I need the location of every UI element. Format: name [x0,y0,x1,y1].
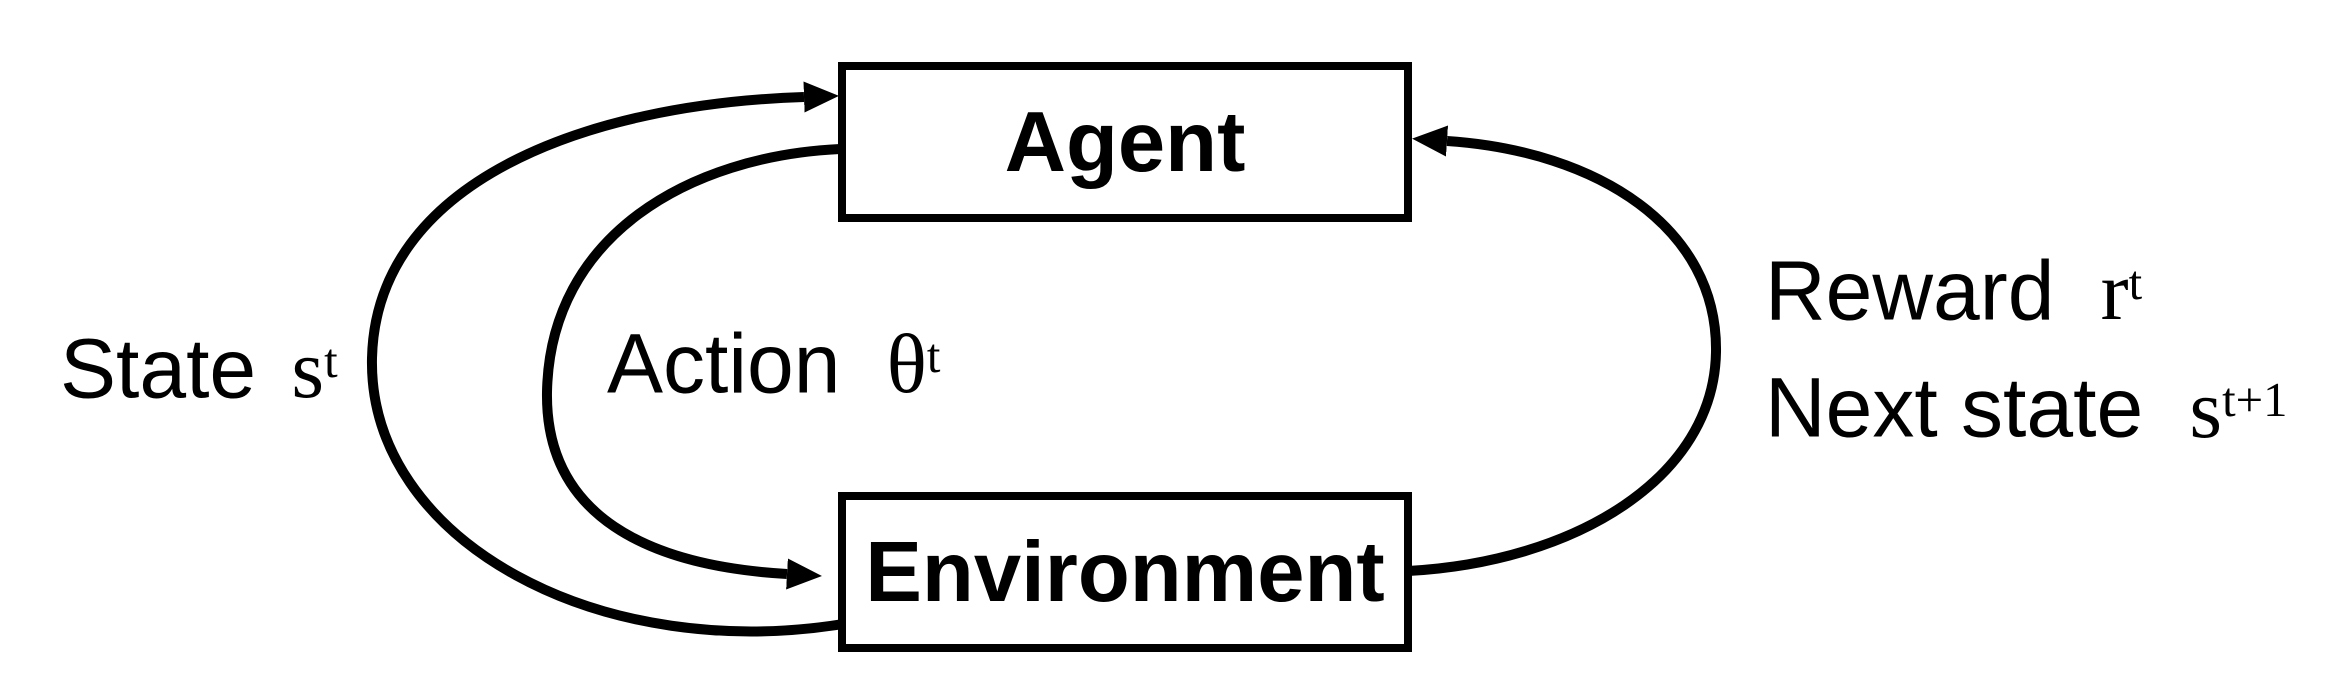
action-symbol: θ [886,318,927,412]
action-label-word: Action [607,316,841,411]
state-symbol: s [291,323,325,417]
action-superscript: t [926,329,941,383]
next-state-label-word: Next state [1765,360,2144,455]
reward-symbol: r [2100,245,2129,339]
reward-superscript: t [2128,256,2143,310]
environment-node-label: Environment [865,524,1385,620]
next-state-edge-label: Next state st+1 [1765,346,2287,463]
agent-node-label: Agent [1004,94,1246,190]
environment-node: Environment [838,492,1412,652]
state-superscript: t [324,334,338,388]
next-state-symbol: s [2189,362,2223,456]
reward-arrow [1407,125,1722,576]
action-arrow [541,144,841,590]
reward-label-word: Reward [1765,243,2055,338]
agent-node: Agent [838,62,1412,222]
next-state-superscript: t+1 [2222,373,2288,428]
state-label-word: State [60,321,257,416]
state-arrow [366,81,856,637]
